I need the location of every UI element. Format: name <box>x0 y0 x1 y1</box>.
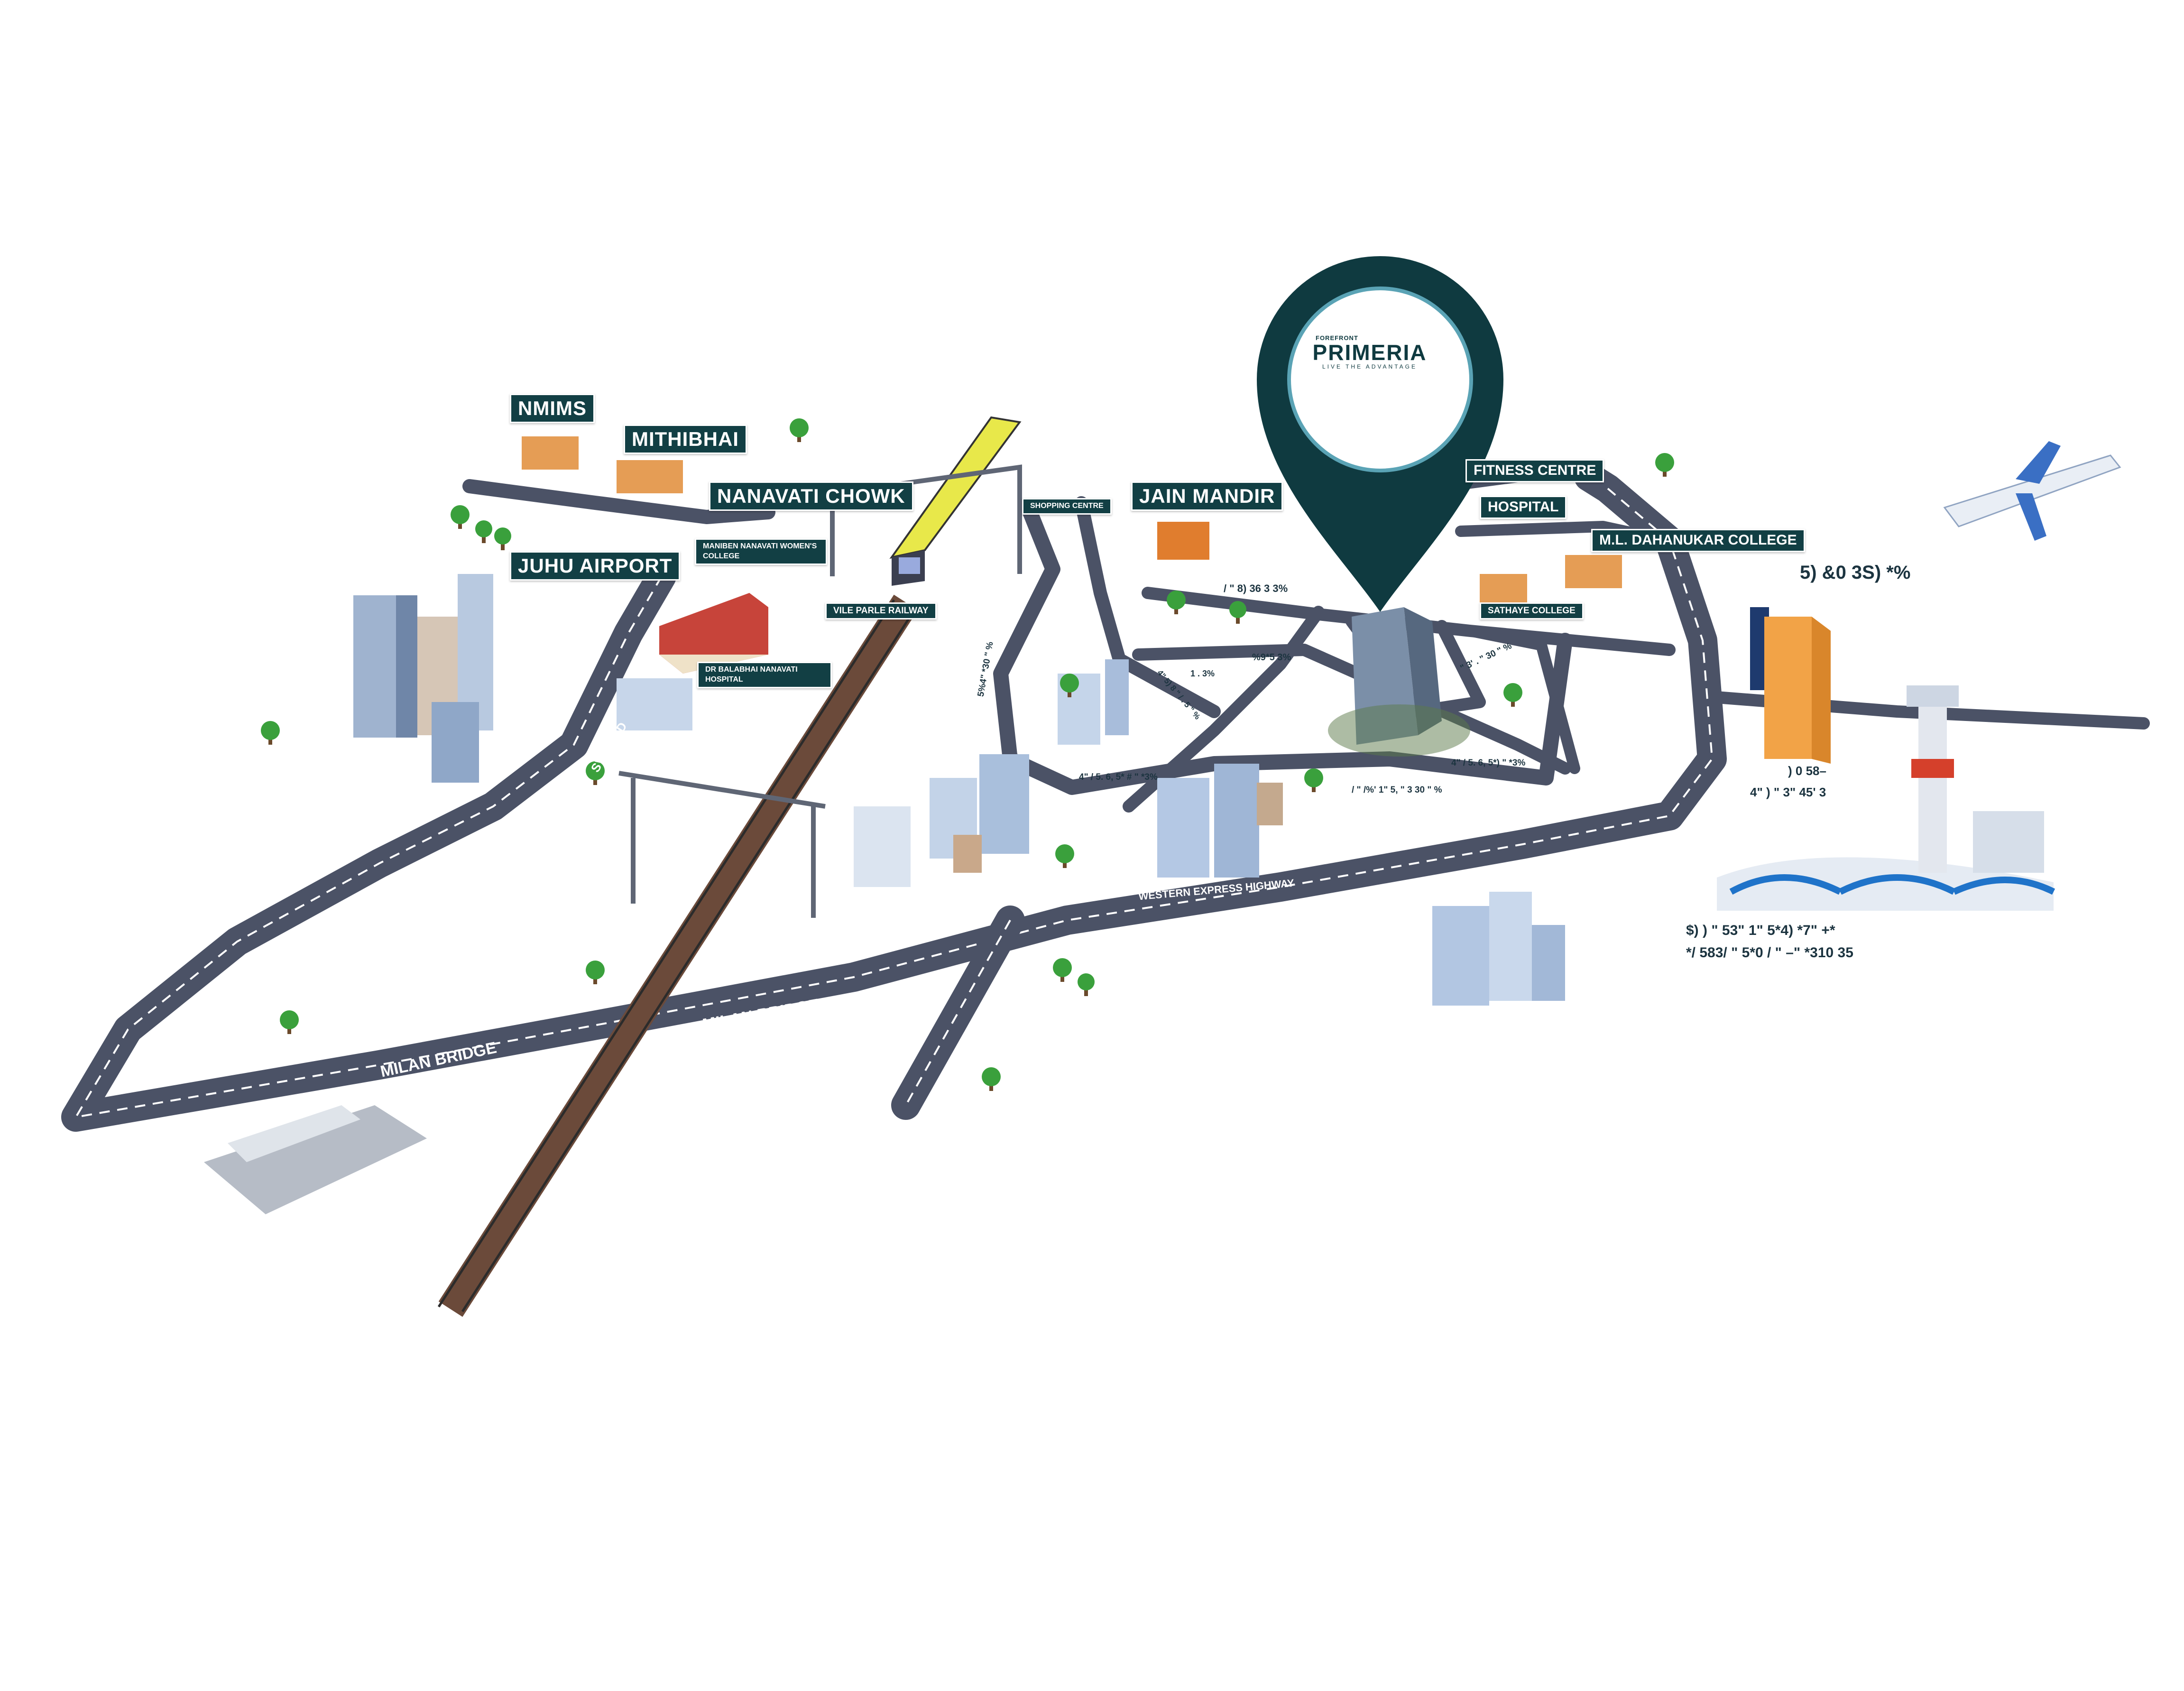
garbled-label-airport-2: */ 583/ " 5*0 / " –" *310 35 <box>1686 945 1853 961</box>
hospital-building <box>617 593 768 730</box>
local-road-2 <box>1075 496 1221 718</box>
garbled-label-right-top: 5) &0 3S) *% <box>1800 562 1911 583</box>
label-maniben-college[interactable]: MANIBEN NANAVATI WOMEN'S COLLEGE <box>695 538 827 565</box>
local-road-10 <box>1465 625 1580 774</box>
train <box>889 416 1022 586</box>
tower-cluster-mid <box>854 754 1029 887</box>
garbled-road-d: / " /%' 1" 5, " 3 30 " % <box>1352 785 1442 795</box>
local-road-5 <box>1123 606 1325 813</box>
label-shopping-centre[interactable]: SHOPPING CENTRE <box>1022 498 1112 515</box>
airport-terminal <box>1717 685 2055 911</box>
garbled-road-a: / " 8) 36 3 3% <box>1224 582 1288 594</box>
garbled-road-b: %9*5 3% <box>1252 652 1291 663</box>
brand-tagline: LIVE THE ADVANTAGE <box>1322 363 1418 370</box>
airplane <box>1943 441 2121 541</box>
mall-building <box>204 1105 427 1214</box>
railway-track <box>437 594 919 1317</box>
garbled-road-g: 1 . 3% <box>1190 669 1215 678</box>
college-buildings <box>522 436 1622 602</box>
label-vile-parle-railway[interactable]: VILE PARLE RAILWAY <box>825 602 937 619</box>
flyover-branch <box>891 906 1025 1120</box>
brand-name: PRIMERIA <box>1312 340 1427 365</box>
garbled-label-airport-1: $) ) " 53" 1" 5*4) *7" +* <box>1686 923 1835 938</box>
garbled-label-hotel-1: ) 0 58– <box>1788 764 1826 778</box>
brand-top-text: FOREFRONT <box>1316 334 1358 342</box>
primeria-tower <box>1328 607 1470 757</box>
label-hospital[interactable]: HOSPITAL <box>1480 496 1567 519</box>
label-sathaye-college[interactable]: SATHAYE COLLEGE <box>1480 602 1584 619</box>
label-juhu-airport[interactable]: JUHU AIRPORT <box>510 551 681 581</box>
primeria-logo: FOREFRONT PRIMERIA LIVE THE ADVANTAGE <box>1299 334 1441 370</box>
garbled-road-e: 4" / 5. 6, 5*) " *3% <box>1451 758 1526 768</box>
tower-cluster-center <box>1058 659 1283 878</box>
nmims-road <box>462 479 775 524</box>
label-nmims[interactable]: NMIMS <box>510 394 595 424</box>
trees <box>261 418 1674 1091</box>
location-pin <box>1257 256 1503 612</box>
railway-gantries <box>618 464 1022 918</box>
label-nanavati-chowk[interactable]: NANAVATI CHOWK <box>709 481 913 511</box>
tower-cluster-left <box>353 574 493 783</box>
tower-cluster-right <box>1432 892 1565 1006</box>
label-nanavati-hospital[interactable]: DR BALABHAI NANAVATI HOSPITAL <box>697 662 832 688</box>
garbled-label-hotel-2: 4" ) " 3" 45' 3 <box>1750 785 1826 799</box>
building-clusters <box>204 436 2121 1214</box>
hotel-tower <box>1750 607 1831 764</box>
label-jain-mandir[interactable]: JAIN MANDIR <box>1131 481 1283 511</box>
garbled-road-c: 4" / 5. 6, 5* # " *3% <box>1079 772 1158 782</box>
label-mithibhai[interactable]: MITHIBHAI <box>624 425 747 454</box>
local-road-1 <box>993 502 1573 795</box>
label-fitness-centre[interactable]: FITNESS CENTRE <box>1465 459 1604 482</box>
label-dahanukar-college[interactable]: M.L. DAHANUKAR COLLEGE <box>1591 529 1805 552</box>
